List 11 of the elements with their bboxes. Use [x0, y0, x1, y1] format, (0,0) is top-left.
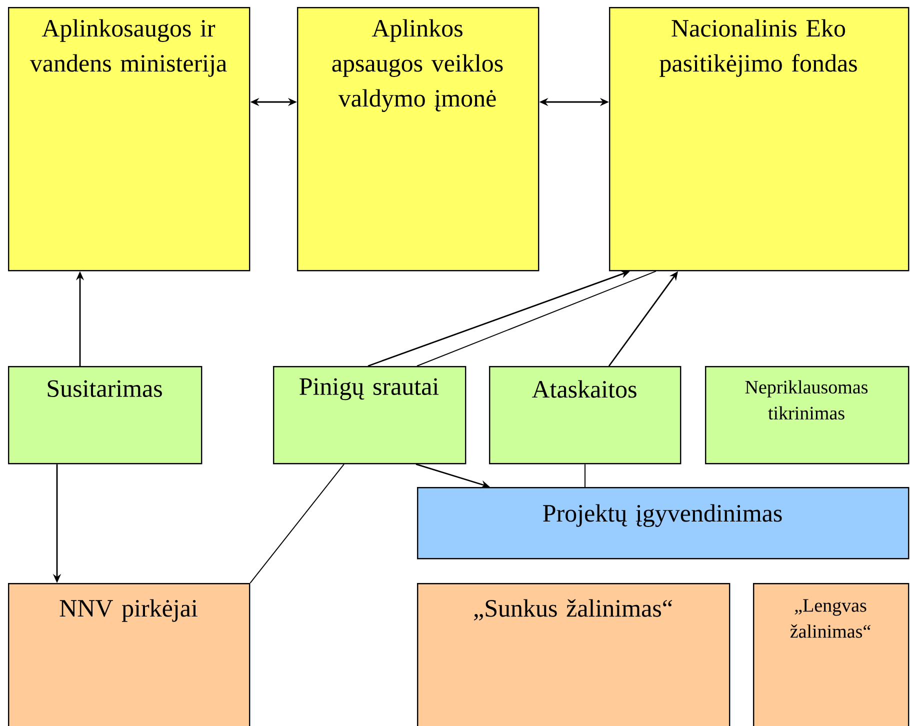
group-box: „Lengvas žalinimas“	[753, 583, 910, 726]
group-box: „Sunkus žalinimas“	[417, 583, 730, 726]
activity-box: Ataskaitos	[489, 366, 682, 464]
organization-box: Aplinkos apsaugos veiklos valdymo įmonė	[297, 7, 540, 272]
activity-box: Nepriklausomas tikrinimas	[705, 366, 910, 464]
organization-box: Aplinkosaugos ir vandens ministerija	[8, 7, 250, 272]
group-box: NNV pirkėjai	[8, 583, 250, 726]
activity-box: Susitarimas	[8, 366, 202, 464]
organization-box: Nacionalinis Eko pasitikėjimo fondas	[609, 7, 910, 272]
activity-box: Pinigų srautai	[273, 366, 466, 464]
process-bar: Projektų įgyvendinimas	[417, 487, 910, 560]
